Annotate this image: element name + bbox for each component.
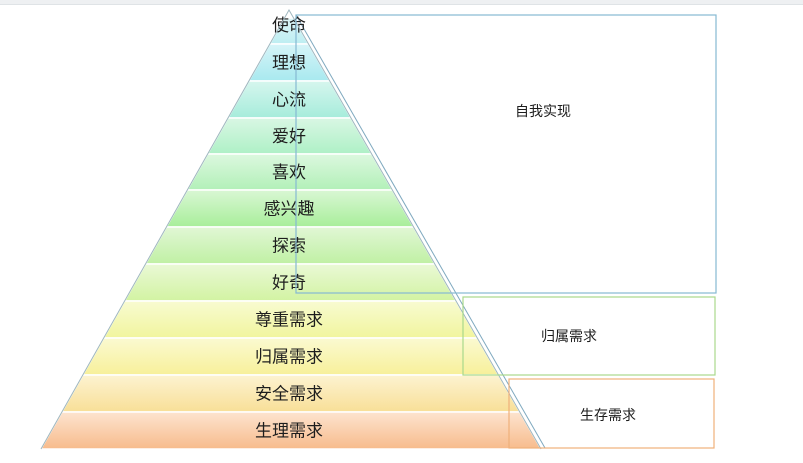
pyramid-layer-label: 生理需求 (255, 422, 323, 442)
pyramid-layer-label: 使命 (272, 15, 306, 36)
pyramid-layer: 感兴趣 (165, 189, 415, 228)
side-box: 自我实现 (295, 14, 717, 294)
pyramid-layer: 探索 (144, 226, 437, 265)
connector-lines (295, 14, 546, 449)
pyramid-layer: 爱好 (206, 117, 373, 155)
pyramid-layer: 安全需求 (60, 374, 522, 413)
side-box-frame (462, 296, 716, 376)
pyramid-layer-label: 爱好 (272, 127, 306, 147)
side-box: 生存需求 (508, 378, 715, 449)
side-box-label: 归属需求 (541, 328, 597, 345)
connector-line (295, 14, 546, 449)
pyramid-layer: 使命 (268, 15, 310, 45)
pyramid-layer: 归属需求 (81, 337, 500, 376)
pyramid-layer: 理想 (247, 43, 332, 82)
side-box-label: 生存需求 (580, 408, 636, 424)
side-box: 归属需求 (462, 296, 716, 376)
pyramid-layer: 生理需求 (39, 411, 543, 450)
side-box-frame (508, 378, 715, 449)
pyramid-layer-label: 尊重需求 (255, 311, 323, 331)
pyramid-layer: 好奇 (123, 263, 458, 302)
pyramid-layer-label: 安全需求 (255, 385, 323, 405)
pyramid-outline (40, 8, 542, 450)
pyramid-layer-label: 好奇 (272, 274, 306, 294)
pyramid-layer-label: 探索 (272, 237, 306, 257)
pyramid-layer-label: 理想 (272, 54, 306, 74)
side-box-label: 自我实现 (515, 104, 571, 120)
top-border (0, 0, 803, 5)
pyramid-layer: 尊重需求 (102, 300, 479, 339)
pyramid-layer-label: 喜欢 (272, 163, 306, 183)
pyramid-layer-label: 心流 (272, 91, 306, 111)
side-box-frame (295, 14, 717, 294)
pyramid-layer-label: 感兴趣 (264, 200, 315, 220)
pyramid-layer: 喜欢 (186, 153, 394, 191)
pyramid-layer-label: 归属需求 (255, 348, 323, 368)
